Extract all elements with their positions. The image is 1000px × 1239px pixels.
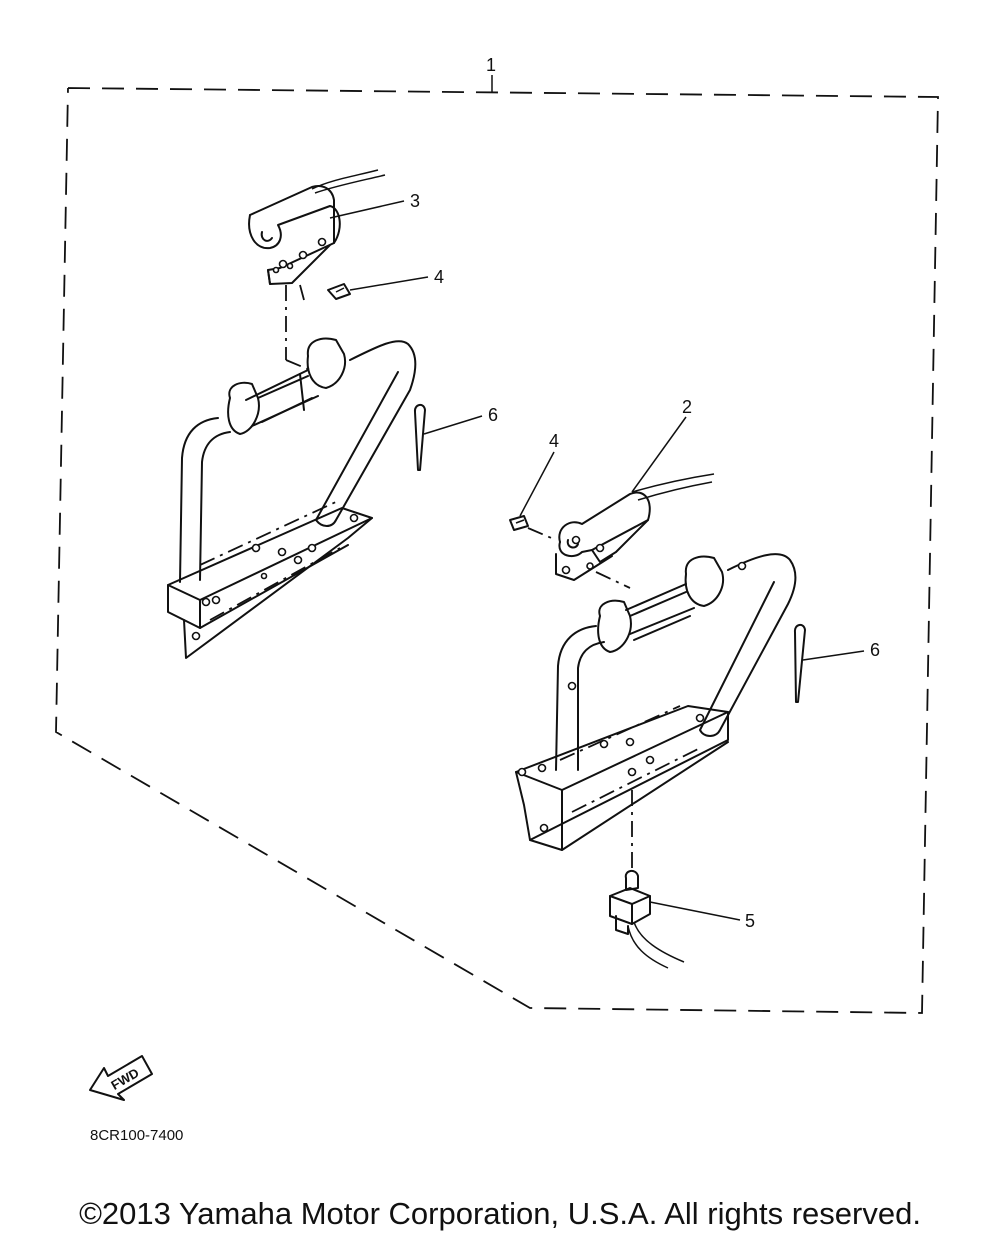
callout-6b: 6 [870, 640, 880, 660]
part-number: 8CR100-7400 [90, 1127, 183, 1144]
part-6-cable-tie-right [793, 624, 806, 703]
callout-5: 5 [745, 911, 755, 931]
leader-6b [802, 650, 865, 661]
callout-4a: 4 [434, 267, 444, 287]
leader-3 [329, 200, 405, 219]
leader-4a [349, 276, 429, 291]
leader-4b [519, 451, 555, 517]
left-grab-bar [167, 337, 417, 659]
leader-5 [649, 901, 741, 921]
fwd-label: FWD [108, 1065, 141, 1093]
part-3-cover [248, 169, 386, 285]
part-4-screw-right [509, 515, 529, 531]
callout-1: 1 [486, 55, 496, 75]
callout-2: 2 [682, 397, 692, 417]
part-5-switch [609, 870, 685, 969]
part-4-screw-upper [327, 283, 351, 300]
copyright-notice: ©2013 Yamaha Motor Corporation, U.S.A. A… [79, 1196, 921, 1231]
callout-3: 3 [410, 191, 420, 211]
part-6-cable-tie-left [413, 404, 426, 471]
fwd-arrow-icon: FWD [89, 1055, 153, 1101]
leader-2 [631, 416, 687, 493]
callout-4b: 4 [549, 431, 559, 451]
callout-6a: 6 [488, 405, 498, 425]
leader-6a [423, 415, 483, 435]
right-grab-bar [515, 553, 797, 851]
part-2-cover [555, 473, 715, 581]
assembly-boundary [55, 87, 939, 1014]
